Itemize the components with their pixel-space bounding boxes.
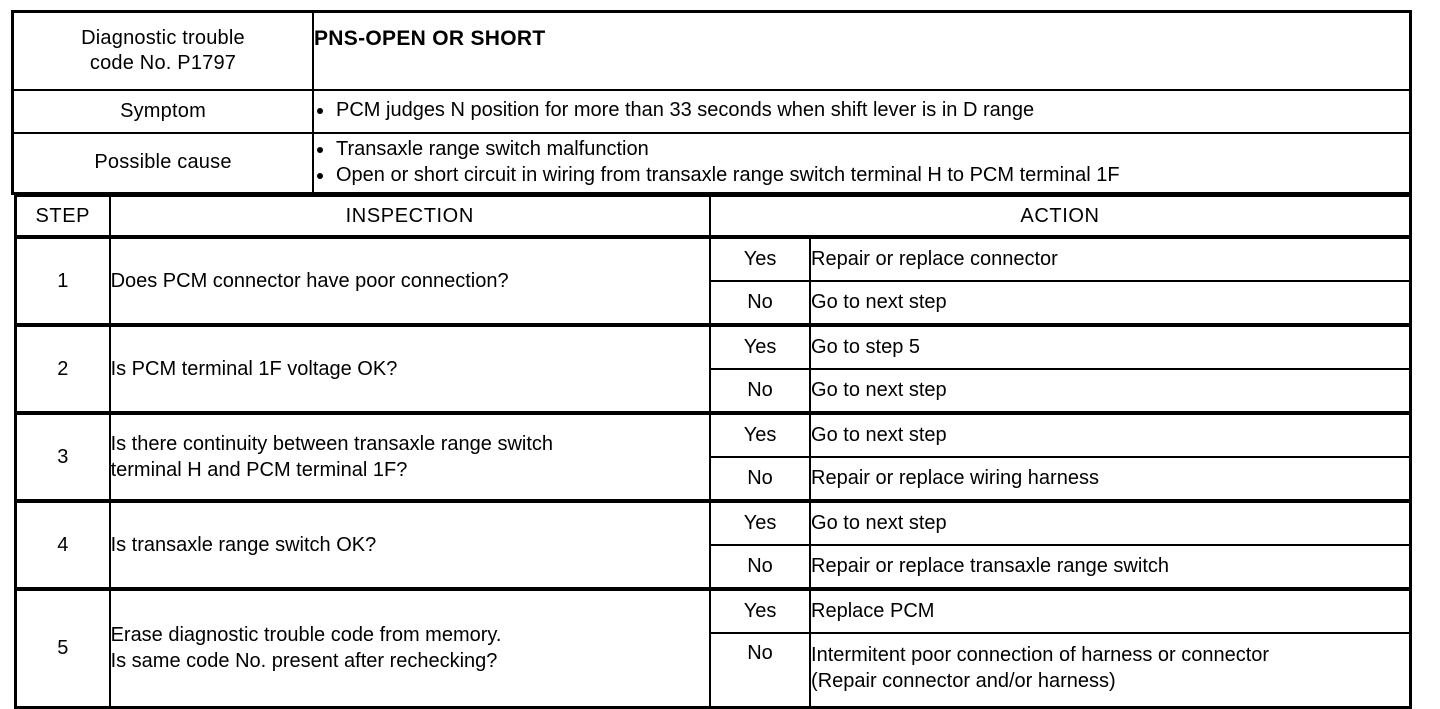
branch-action: Repair or replace connector bbox=[809, 235, 1412, 282]
dtc-label-line-2: code No. P1797 bbox=[89, 51, 237, 74]
inspection-line: Does PCM connector have poor connection? bbox=[110, 269, 509, 292]
branch-answer-no: No bbox=[708, 544, 812, 590]
branch-answer-yes: Yes bbox=[708, 587, 812, 634]
list-item: Open or short circuit in wiring from tra… bbox=[314, 163, 1409, 189]
step-number: 5 bbox=[14, 587, 111, 708]
troubleshooting-steps-table: STEP INSPECTION ACTION 1 Does PCM connec… bbox=[14, 194, 1412, 709]
inspection-line: Is PCM terminal 1F voltage OK? bbox=[110, 357, 398, 380]
branch-action: Replace PCM bbox=[809, 587, 1412, 634]
list-item: PCM judges N position for more than 33 s… bbox=[314, 98, 1409, 124]
table-row: 1 Does PCM connector have poor connectio… bbox=[14, 235, 1412, 326]
inspection-line: terminal H and PCM terminal 1F? bbox=[110, 459, 408, 481]
step-number: 2 bbox=[14, 323, 111, 414]
branch-action: Go to step 5 bbox=[809, 323, 1412, 370]
step-inspection: Erase diagnostic trouble code from memor… bbox=[108, 587, 711, 708]
summary-row-possible-cause: Possible cause Transaxle range switch ma… bbox=[11, 131, 1412, 195]
branch-answer-yes: Yes bbox=[708, 411, 812, 458]
column-header-step: STEP bbox=[14, 194, 111, 238]
column-header-action: ACTION bbox=[708, 194, 1412, 238]
step-inspection: Is there continuity between transaxle ra… bbox=[108, 411, 711, 502]
branch-answer-no: No bbox=[708, 632, 812, 708]
possible-cause-bullet-list: Transaxle range switch malfunction Open … bbox=[314, 137, 1409, 189]
table-row: 5 Erase diagnostic trouble code from mem… bbox=[14, 587, 1412, 708]
inspection-line: Erase diagnostic trouble code from memor… bbox=[110, 623, 502, 646]
branch-answer-yes: Yes bbox=[708, 235, 812, 282]
branch-action: Go to next step bbox=[809, 499, 1412, 546]
step-number: 1 bbox=[14, 235, 111, 326]
step-inspection: Does PCM connector have poor connection? bbox=[108, 235, 711, 326]
symptom-bullet-list: PCM judges N position for more than 33 s… bbox=[314, 98, 1409, 124]
column-header-inspection: INSPECTION bbox=[108, 194, 711, 238]
summary-label-symptom: Symptom bbox=[11, 88, 314, 134]
list-item: Transaxle range switch malfunction bbox=[314, 137, 1409, 163]
document-page: Diagnostic trouble code No. P1797 PNS-OP… bbox=[11, 10, 1412, 709]
inspection-line: Is same code No. present after recheckin… bbox=[110, 650, 498, 673]
summary-row-dtc-code: Diagnostic trouble code No. P1797 PNS-OP… bbox=[11, 10, 1412, 91]
branch-action: Repair or replace wiring harness bbox=[809, 456, 1412, 502]
step-number: 4 bbox=[14, 499, 111, 590]
summary-value-symptom: PCM judges N position for more than 33 s… bbox=[312, 88, 1412, 134]
inspection-line: Is transaxle range switch OK? bbox=[110, 533, 377, 556]
table-row: 2 Is PCM terminal 1F voltage OK? Yes Go … bbox=[14, 323, 1412, 414]
table-row: No Repair or replace wiring harness bbox=[16, 456, 1412, 502]
branch-action: Intermitent poor connection of harness o… bbox=[809, 632, 1412, 708]
branch-action: Go to next step bbox=[809, 368, 1412, 414]
inspection-line: Is there continuity between transaxle ra… bbox=[110, 432, 554, 455]
branch-answer-no: No bbox=[708, 368, 812, 414]
step-inspection: Is transaxle range switch OK? bbox=[108, 499, 711, 590]
dtc-label-line-1: Diagnostic trouble bbox=[81, 26, 245, 49]
table-row: No Repair or replace transaxle range swi… bbox=[16, 544, 1412, 590]
table-row: 4 Is transaxle range switch OK? Yes Go t… bbox=[14, 499, 1412, 590]
branch-answer-yes: Yes bbox=[708, 499, 812, 546]
dtc-summary-table: Diagnostic trouble code No. P1797 PNS-OP… bbox=[11, 10, 1412, 195]
branch-action: Repair or replace transaxle range switch bbox=[809, 544, 1412, 590]
step-number: 3 bbox=[14, 411, 111, 502]
summary-value-possible-cause: Transaxle range switch malfunction Open … bbox=[312, 131, 1412, 195]
summary-row-symptom: Symptom PCM judges N position for more t… bbox=[11, 88, 1412, 134]
summary-label-dtc-code: Diagnostic trouble code No. P1797 bbox=[11, 10, 314, 91]
summary-value-dtc-title: PNS-OPEN OR SHORT bbox=[312, 10, 1412, 91]
action-line: Intermitent poor connection of harness o… bbox=[811, 644, 1270, 666]
step-inspection: Is PCM terminal 1F voltage OK? bbox=[108, 323, 711, 414]
branch-answer-no: No bbox=[708, 456, 812, 502]
table-row: 3 Is there continuity between transaxle … bbox=[14, 411, 1412, 502]
branch-action: Go to next step bbox=[809, 411, 1412, 458]
table-row: No Go to next step bbox=[16, 368, 1412, 414]
branch-answer-yes: Yes bbox=[708, 323, 812, 370]
table-row: No Go to next step bbox=[16, 280, 1412, 326]
steps-header-row: STEP INSPECTION ACTION bbox=[14, 194, 1412, 238]
branch-action: Go to next step bbox=[809, 280, 1412, 326]
branch-answer-no: No bbox=[708, 280, 812, 326]
summary-label-possible-cause: Possible cause bbox=[11, 131, 314, 195]
